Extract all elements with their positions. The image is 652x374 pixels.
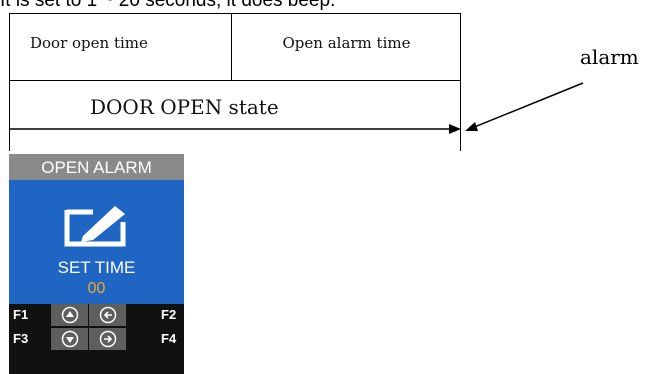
caption-text: It is set to 1 ~ 20 seconds, it does bee… [0, 0, 336, 11]
back-key[interactable] [89, 304, 126, 326]
door-open-state-label: DOOR OPEN state [90, 95, 279, 119]
edit-icon [64, 206, 126, 247]
function-key-row-top: F1 F2 [9, 304, 184, 326]
up-key[interactable] [51, 304, 88, 326]
down-circle-icon [61, 330, 79, 348]
set-time-value: 00 [87, 280, 106, 297]
down-key[interactable] [51, 328, 88, 350]
alarm-label: alarm [580, 45, 639, 69]
function-key-row-bottom: F3 F4 [9, 328, 184, 350]
alarm-pointer-head [465, 122, 478, 131]
back-circle-icon [99, 306, 117, 324]
f1-key[interactable]: F1 [13, 307, 29, 322]
function-key-panel: F1 F2 F3 [9, 304, 184, 374]
f2-key[interactable]: F2 [161, 307, 177, 322]
device-screen: OPEN ALARM SET TIME 00 F1 F2 [9, 154, 184, 374]
timeline-arrow-head [449, 124, 461, 134]
timing-diagram: Door open time Open alarm time DOOR OPEN… [9, 13, 461, 129]
set-time-label: SET TIME [57, 258, 136, 277]
up-circle-icon [61, 306, 79, 324]
alarm-pointer-line [471, 82, 584, 129]
door-open-time-cell: Door open time [10, 14, 232, 81]
forward-circle-icon [99, 330, 117, 348]
screen-title: OPEN ALARM [9, 154, 184, 180]
f4-key[interactable]: F4 [161, 331, 177, 346]
timeline-end-tick [460, 129, 461, 151]
timeline-start-tick [9, 129, 10, 151]
forward-key[interactable] [89, 328, 126, 350]
open-alarm-time-cell: Open alarm time [232, 14, 461, 81]
f3-key[interactable]: F3 [13, 331, 29, 346]
